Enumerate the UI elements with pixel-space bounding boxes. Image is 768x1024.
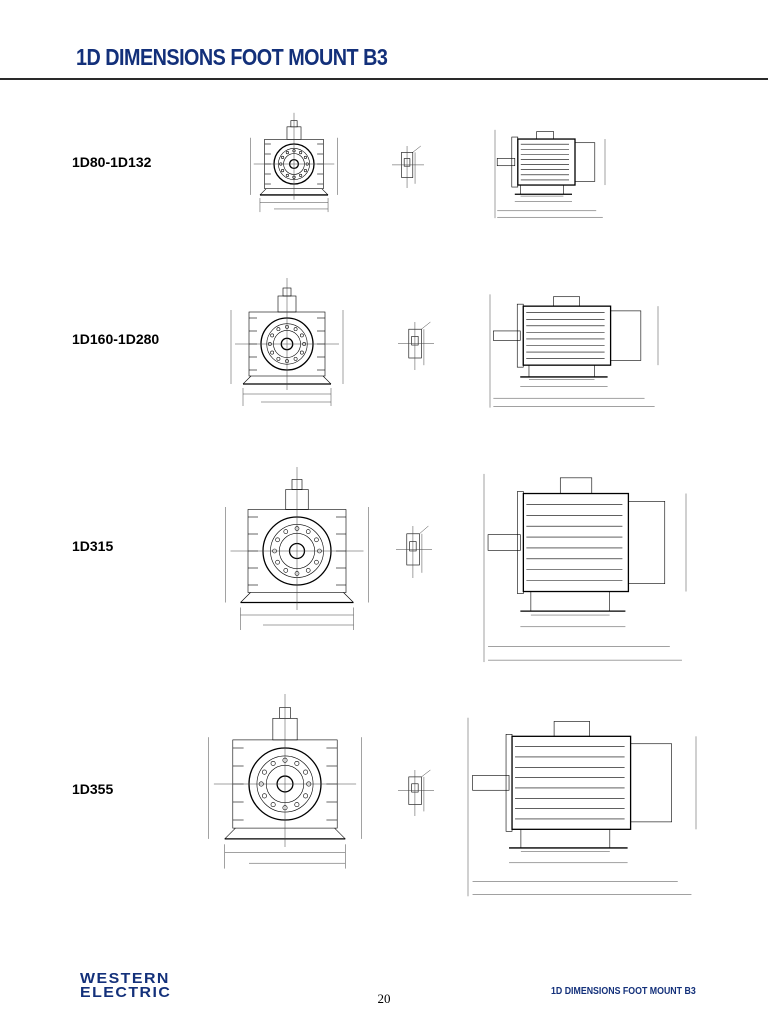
row-label-1d355: 1D355 xyxy=(72,781,114,797)
title-rule xyxy=(0,78,768,80)
page-number: 20 xyxy=(377,991,391,1006)
logo-line-1: WESTERN xyxy=(80,970,170,987)
row-label-1d315: 1D315 xyxy=(72,538,114,554)
western-electric-logo: WESTERN ELECTRIC xyxy=(80,970,172,1001)
row-label-1d160-1d280: 1D160-1D280 xyxy=(72,331,160,347)
logo-line-2: ELECTRIC xyxy=(80,984,172,1001)
row-label-1d80-1d132: 1D80-1D132 xyxy=(72,154,152,170)
footer-title: 1D DIMENSIONS FOOT MOUNT B3 xyxy=(551,986,696,997)
page-title: 1D DIMENSIONS FOOT MOUNT B3 xyxy=(76,44,388,70)
